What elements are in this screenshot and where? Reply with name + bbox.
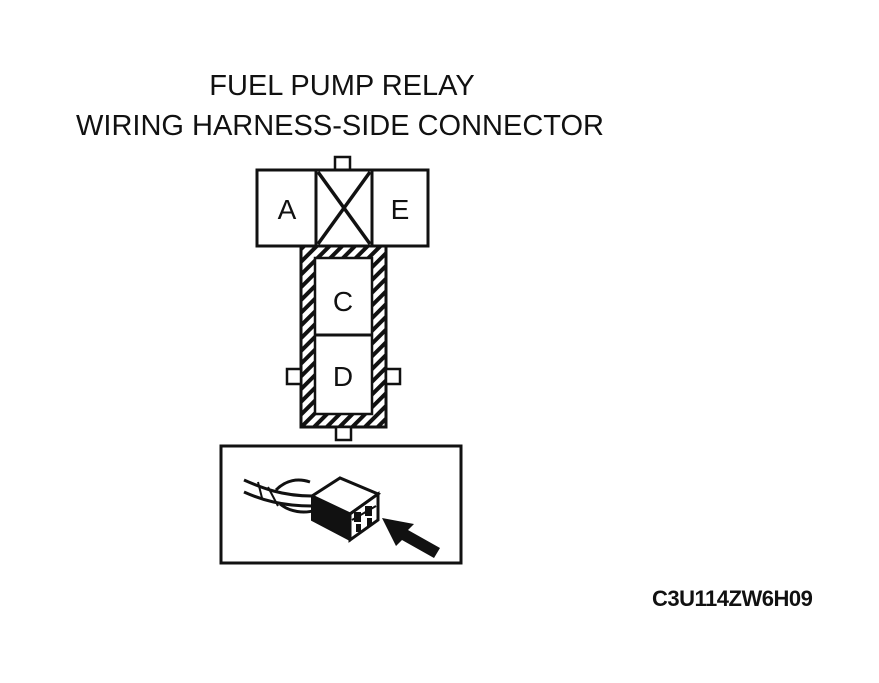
connector-right-tab bbox=[384, 367, 402, 386]
connector-bottom-tab bbox=[334, 425, 353, 442]
connector-left-tab bbox=[285, 367, 303, 386]
pin-label-a: A bbox=[278, 194, 297, 225]
diagram-title-line-1: FUEL PUMP RELAY bbox=[209, 70, 475, 102]
pin-label-c: C bbox=[333, 286, 353, 317]
connector-top-row bbox=[255, 168, 430, 248]
figure-code: C3U114ZW6H09 bbox=[652, 586, 813, 611]
view-direction-arrow-icon bbox=[382, 518, 440, 558]
diagram-title-line-2: WIRING HARNESS-SIDE CONNECTOR bbox=[76, 110, 604, 142]
pin-label-d: D bbox=[333, 361, 353, 392]
connector-view-inset bbox=[219, 444, 463, 565]
blank-cavity-cross-icon bbox=[316, 170, 372, 246]
pin-label-e: E bbox=[391, 194, 410, 225]
connector-block-icon bbox=[308, 476, 382, 543]
